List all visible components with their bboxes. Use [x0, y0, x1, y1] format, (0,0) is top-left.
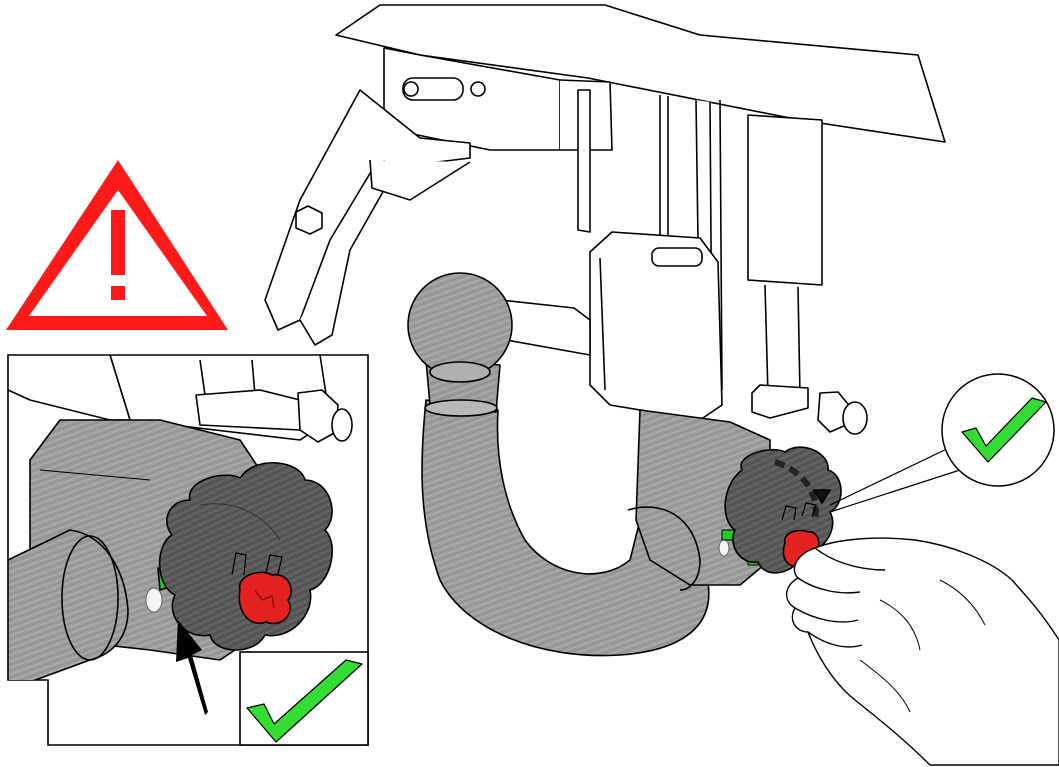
vehicle-underside: [264, 4, 946, 435]
piston-rod: [764, 284, 801, 396]
coupling-housing: [589, 231, 723, 421]
warning-triangle-icon: [6, 160, 228, 330]
callout-circle: [941, 373, 1055, 487]
callout-check: [829, 373, 1055, 513]
detail-inset: [7, 354, 369, 746]
support-rod: [577, 89, 591, 233]
inset-check-icon: [246, 659, 363, 743]
hand-knob: [724, 446, 842, 574]
callout-check-icon: [961, 397, 1047, 463]
nut-bracket: [751, 384, 809, 419]
bumper-plate: [335, 4, 946, 143]
inset-lock-cap: [238, 571, 292, 625]
release-lever: [264, 89, 471, 331]
bracket-slot: [402, 77, 464, 101]
pointer-arrow: [176, 620, 208, 715]
hand: [786, 537, 1059, 766]
